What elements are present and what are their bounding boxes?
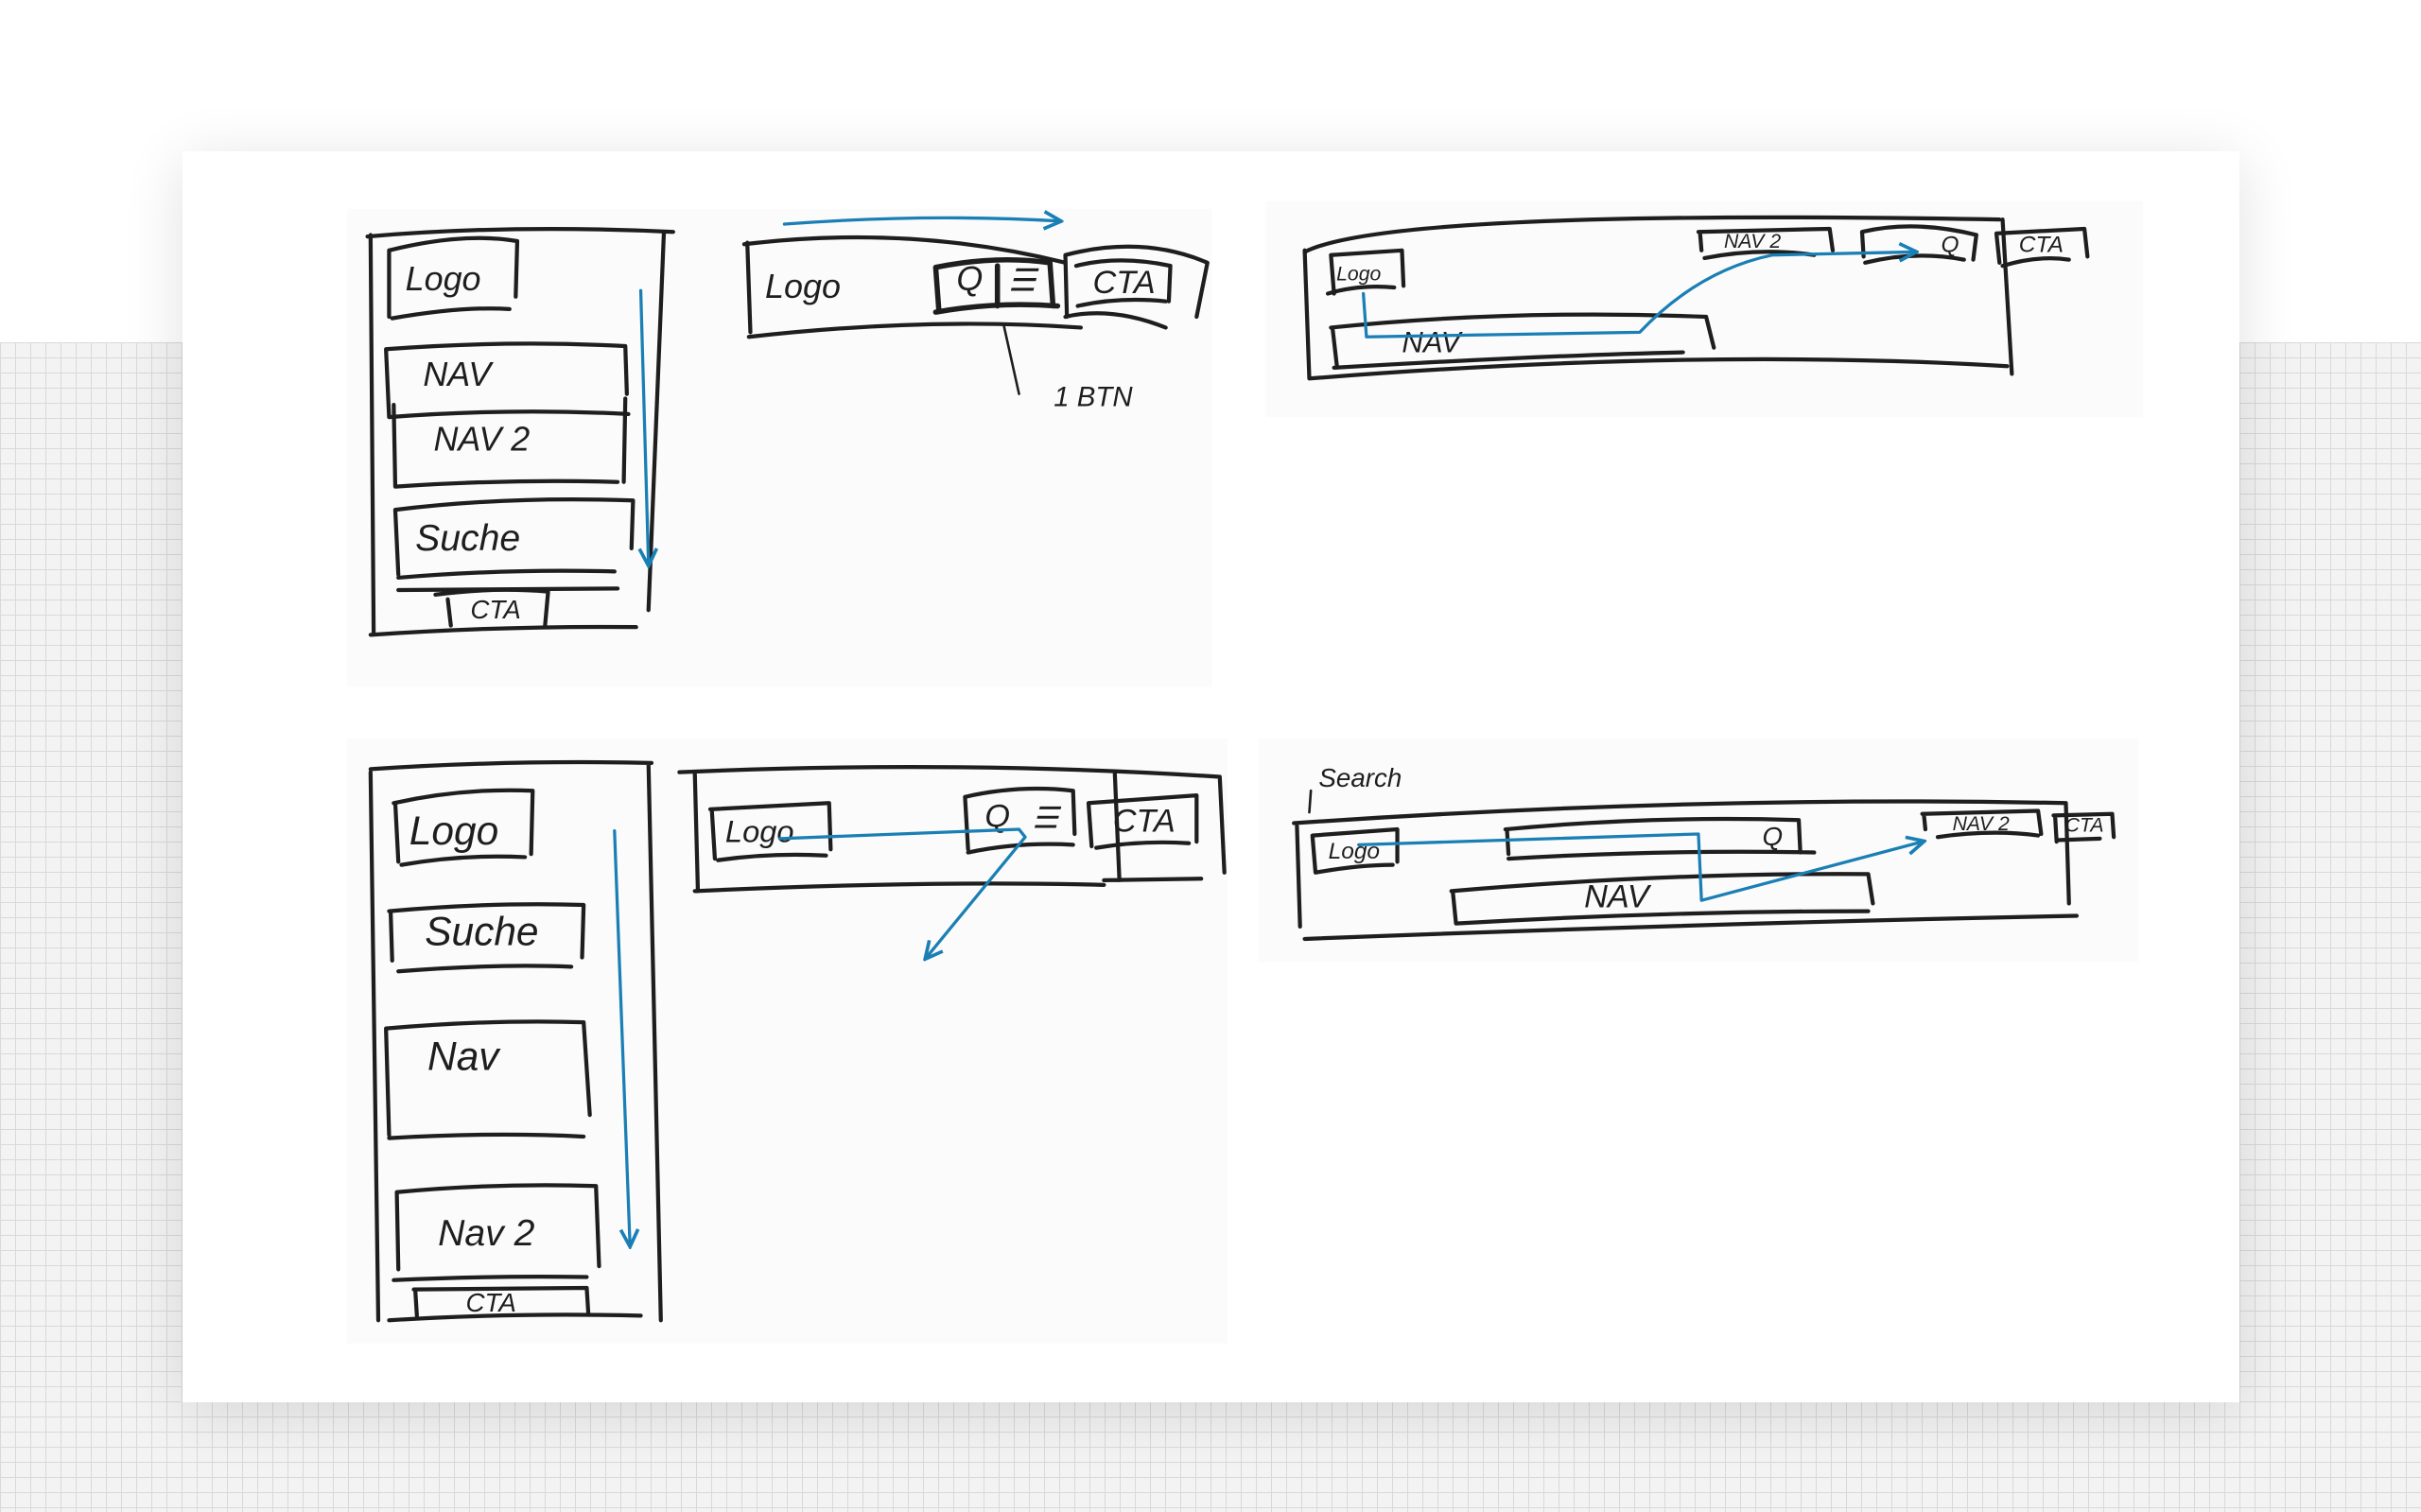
sketch-header-wide-2: Search Logo Q NAV NAV 2 CTA xyxy=(1292,763,2116,942)
search-icon: Q xyxy=(956,259,983,298)
logo-label: Logo xyxy=(409,808,498,853)
sketch-mobile-2: Logo Suche Nav Nav 2 CTA xyxy=(368,759,663,1323)
nav2-label: Nav 2 xyxy=(438,1213,535,1254)
note-label: 1 BTN xyxy=(1054,381,1133,412)
nav2-box: NAV 2 xyxy=(392,396,628,489)
nav2-label: NAV 2 xyxy=(433,420,530,459)
logo-box: Logo xyxy=(387,235,520,321)
cta-box: CTA xyxy=(411,1285,591,1318)
search-box: Q xyxy=(1503,816,1817,861)
search-label: Suche xyxy=(415,518,520,559)
flow-arrow xyxy=(641,288,649,564)
cta-label: CTA xyxy=(2019,232,2064,257)
search-icon: Q xyxy=(1762,822,1783,851)
nav-box: NAV xyxy=(384,341,631,420)
flow-arrow xyxy=(613,829,630,1245)
search-menu-box: Q ☰ xyxy=(932,256,1061,315)
logo-label: Logo xyxy=(1336,264,1381,286)
flow-arrow xyxy=(782,217,1059,224)
logo-label: Logo xyxy=(765,267,841,305)
nav2-box: NAV 2 xyxy=(1920,808,2044,840)
flow-arrow xyxy=(1357,832,1923,902)
nav2-label: NAV 2 xyxy=(1953,813,2010,835)
nav-box: NAV xyxy=(1329,312,1716,371)
cta-label: CTA xyxy=(1113,804,1176,840)
nav-label: Nav xyxy=(427,1034,501,1079)
search-box: Suche xyxy=(387,902,586,974)
sketch-header-compact-2: Logo Q ☰ CTA xyxy=(677,765,1227,958)
logo-box: Logo xyxy=(1325,248,1406,296)
cta-box: CTA xyxy=(2051,811,2116,844)
cta-box: CTA xyxy=(1063,244,1210,330)
flow-arrow xyxy=(777,827,1027,958)
cta-box: CTA xyxy=(1086,793,1199,850)
cta-label: CTA xyxy=(2065,814,2104,836)
logo-box: Logo xyxy=(707,801,833,862)
search-box: Suche xyxy=(392,496,636,581)
logo-label: Logo xyxy=(406,259,481,298)
nav-label: NAV xyxy=(1402,326,1463,359)
cta-label: CTA xyxy=(470,595,520,624)
nav-label: NAV xyxy=(423,355,494,393)
logo-label: Logo xyxy=(725,814,794,849)
nav-label: NAV xyxy=(1584,879,1652,915)
cta-label: CTA xyxy=(1093,265,1156,301)
cta-label: CTA xyxy=(465,1288,515,1317)
search-label: Suche xyxy=(425,909,538,953)
cta-box: CTA xyxy=(1994,226,2090,269)
nav2-box: NAV 2 xyxy=(1696,226,1836,261)
sketch-header-wide-1: Logo NAV NAV 2 Q CTA xyxy=(1302,215,2090,381)
sketch-mobile-1: Logo NAV NAV 2 Suche CTA xyxy=(365,226,675,637)
nav2-label: NAV 2 xyxy=(1724,231,1781,252)
search-icon: Q xyxy=(1942,232,1959,257)
logo-label: Logo xyxy=(1329,839,1380,864)
menu-icon: ☰ xyxy=(1008,263,1039,298)
flow-arrow xyxy=(1362,252,1915,339)
cta-box: CTA xyxy=(396,586,620,628)
nav2-box: Nav 2 xyxy=(392,1183,601,1282)
menu-icon: ☰ xyxy=(1032,801,1061,834)
logo-box: Logo xyxy=(1310,826,1400,875)
nav-box: Nav xyxy=(384,1019,592,1140)
sketch-header-compact-1: Logo Q ☰ CTA 1 BTN xyxy=(741,217,1210,412)
nav-box: NAV xyxy=(1449,872,1875,926)
search-annotation: Search xyxy=(1318,763,1402,792)
logo-box: Logo xyxy=(392,788,535,867)
